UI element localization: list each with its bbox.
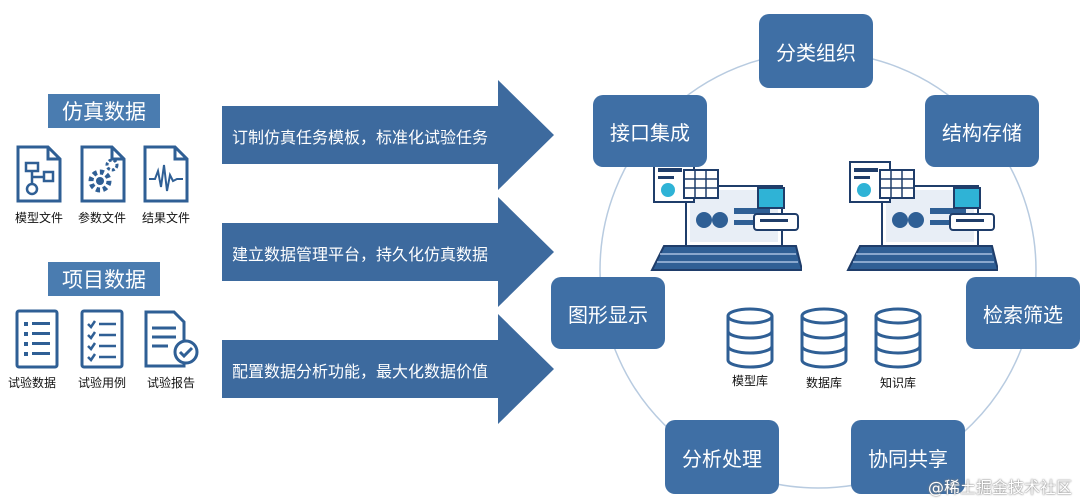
node-collab-share: 协同共享 <box>851 420 965 494</box>
node-search-filter: 检索筛选 <box>966 277 1080 349</box>
arrow-shape <box>222 80 554 190</box>
database-label: 知识库 <box>879 376 916 390</box>
project-data-title: 项目数据 <box>48 262 160 296</box>
node-classification: 分类组织 <box>759 14 873 88</box>
list-doc-icon <box>15 309 59 369</box>
file-label: 试验用例 <box>77 376 126 390</box>
gear-file-icon <box>80 145 126 203</box>
database-icon <box>726 307 774 369</box>
arrow-text: 建立数据管理平台，持久化仿真数据 <box>232 245 489 264</box>
computer-icon <box>650 161 802 271</box>
file-label: 模型文件 <box>14 211 63 225</box>
watermark: @稀土掘金技术社区 <box>927 478 1072 497</box>
database-icon <box>874 307 922 369</box>
file-label: 参数文件 <box>77 211 126 225</box>
report-check-icon <box>144 310 199 368</box>
database-label: 模型库 <box>731 374 768 388</box>
arrow-text: 订制仿真任务模板，标准化试验任务 <box>232 128 489 147</box>
file-label: 试验报告 <box>146 376 195 390</box>
sim-data-title: 仿真数据 <box>48 94 160 128</box>
checklist-doc-icon <box>80 309 124 369</box>
computer-icon <box>846 161 998 271</box>
node-structured-storage: 结构存储 <box>925 95 1039 167</box>
file-label: 结果文件 <box>141 211 190 225</box>
waveform-file-icon <box>143 145 189 203</box>
node-analysis: 分析处理 <box>665 420 779 494</box>
file-label: 试验数据 <box>7 376 56 390</box>
database-label: 数据库 <box>805 376 842 390</box>
database-icon <box>800 307 848 369</box>
node-graphics-display: 图形显示 <box>551 277 665 349</box>
arrow-text: 配置数据分析功能，最大化数据价值 <box>232 362 489 381</box>
node-interface-integration: 接口集成 <box>593 95 707 167</box>
arrow-shape <box>222 314 554 424</box>
arrow-shape <box>222 197 554 307</box>
flowchart-file-icon <box>16 145 62 203</box>
